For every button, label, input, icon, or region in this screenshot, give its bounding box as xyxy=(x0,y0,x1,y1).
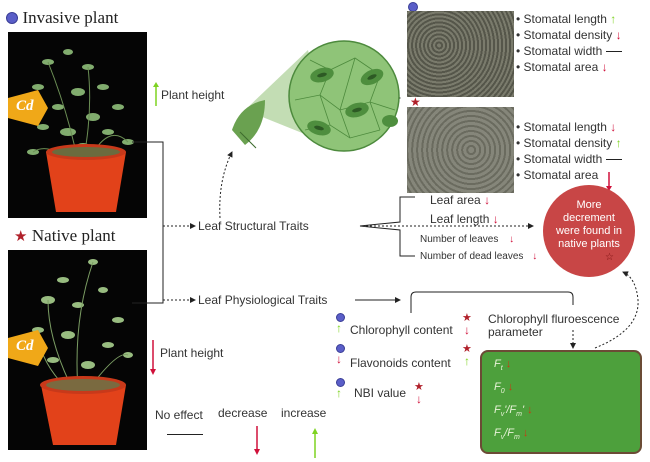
decrease-arrow-icon: ↓ xyxy=(464,323,470,337)
native-star-icon: ★ xyxy=(462,312,472,324)
invasive-marker-icon xyxy=(336,344,345,353)
native-star-icon: ★ xyxy=(462,343,472,355)
native-plant-photo: Cd xyxy=(8,250,147,450)
native-star-icon: ☆ xyxy=(605,252,614,263)
fluorescence-param-fv-fm: Fv/Fm ↓ xyxy=(494,427,529,442)
invasive-stomata-list: • Stomatal length ↑ • Stomatal density ↓… xyxy=(516,12,622,76)
fluorescence-param-f0: F0 ↓ xyxy=(494,381,514,396)
plant-height-label: Plant height xyxy=(161,88,225,102)
no-effect-line-icon xyxy=(605,159,622,161)
invasive-marker-icon xyxy=(336,313,345,322)
leaf-structural-traits: Leaf Structural Traits xyxy=(198,219,309,233)
leaf-physiological-traits: Leaf Physiological Traits xyxy=(198,293,328,307)
decrease-arrow-icon xyxy=(606,172,612,191)
decrease-arrow-icon xyxy=(254,426,260,455)
native-star-icon: ★ xyxy=(410,95,421,109)
physiology-label: Flavonoids content xyxy=(350,356,451,370)
cd-label: Cd xyxy=(16,98,34,114)
invasive-plant-title: Invasive plant xyxy=(22,8,119,27)
stomata-label: Stomatal width xyxy=(523,44,603,58)
native-plant-illustration xyxy=(32,259,133,445)
legend-decrease-label: decrease xyxy=(218,406,268,420)
conclusion-circle: More decrement were found in native plan… xyxy=(543,185,635,277)
invasive-marker-icon xyxy=(336,378,345,387)
invasive-plant-header: Invasive plant xyxy=(6,8,118,28)
physiology-label: NBI value xyxy=(354,386,407,400)
invasive-stomata-micrograph xyxy=(407,11,514,97)
decrease-arrow-icon: ↓ xyxy=(532,251,538,262)
leaf-trait-label: Leaf area xyxy=(430,193,481,207)
leaf-trait-label: Number of leaves xyxy=(420,234,499,245)
stomata-item: • Stomatal area ↓ xyxy=(516,60,608,74)
stomata-item: • Stomatal width xyxy=(516,152,622,168)
stomata-label: Stomatal width xyxy=(523,152,603,166)
stomata-item: • Stomatal area xyxy=(516,168,599,182)
stomata-label: Stomatal density xyxy=(523,136,613,150)
decrease-arrow-icon: ↓ xyxy=(336,352,342,366)
decrease-arrow-icon: ↓ xyxy=(615,28,622,42)
leaf-trait-item: Number of leaves ↓ xyxy=(420,234,514,245)
increase-arrow-icon: ↑ xyxy=(610,12,617,26)
invasive-marker-icon xyxy=(6,12,18,24)
no-effect-line-icon xyxy=(167,434,203,435)
fluorescence-title-line1: Chlorophyll fluroescence xyxy=(488,312,620,326)
native-plant-header: ★ Native plant xyxy=(14,226,115,246)
decrease-arrow-icon xyxy=(150,340,156,375)
cd-arrow-icon xyxy=(8,330,48,366)
increase-arrow-icon: ↑ xyxy=(615,136,622,150)
decrease-arrow-icon: ↓ xyxy=(416,392,422,406)
stomata-item: • Stomatal length ↑ xyxy=(516,12,617,26)
leaf-trait-item: Leaf area ↓ xyxy=(430,193,490,207)
stomata-item: • Stomatal density ↓ xyxy=(516,28,622,42)
increase-arrow-icon: ↑ xyxy=(336,321,342,335)
stomata-icons xyxy=(307,67,398,136)
decrease-arrow-icon: ↓ xyxy=(509,234,515,245)
stomata-item: • Stomatal length ↓ xyxy=(516,120,617,134)
decrease-arrow-icon: ↓ xyxy=(492,212,499,226)
increase-arrow-icon xyxy=(312,428,318,458)
native-plant-title: Native plant xyxy=(31,226,116,245)
legend-increase-label: increase xyxy=(281,406,327,420)
stomata-label: Stomatal length xyxy=(523,12,607,26)
physiology-label: Chlorophyll content xyxy=(350,323,453,337)
cd-arrow-icon xyxy=(8,90,48,126)
stomata-label: Stomatal area xyxy=(523,168,599,182)
fluorescence-param-fvprime-fmprime: Fv'/Fm' ↓ xyxy=(494,404,533,419)
cd-label: Cd xyxy=(16,338,34,354)
increase-arrow-icon xyxy=(153,82,159,106)
invasive-plant-illustration xyxy=(27,49,134,212)
leaf-trait-label: Leaf length xyxy=(430,212,490,226)
decrease-arrow-icon: ↓ xyxy=(610,120,617,134)
leaf-trait-label: Number of dead leaves xyxy=(420,251,524,262)
leaf-icon xyxy=(232,100,265,145)
leaf-magnification-illustration xyxy=(232,40,400,152)
legend-no-effect-label: No effect xyxy=(155,408,203,422)
fluorescence-title: Chlorophyll fluroescence parameter xyxy=(488,313,619,339)
native-stomata-list: • Stomatal length ↓ • Stomatal density ↑… xyxy=(516,120,622,184)
fluorescence-param-ft: Ft ↓ xyxy=(494,358,512,373)
increase-arrow-icon: ↑ xyxy=(464,354,470,368)
decrease-arrow-icon: ↓ xyxy=(484,193,491,207)
stomata-label: Stomatal area xyxy=(523,60,599,74)
decrease-arrow-icon: ↓ xyxy=(601,60,608,74)
native-star-icon: ★ xyxy=(14,228,28,245)
fluorescence-title-line2: parameter xyxy=(488,325,543,339)
native-stomata-micrograph xyxy=(407,107,514,193)
stomata-label: Stomatal length xyxy=(523,120,607,134)
plant-height-label: Plant height xyxy=(160,346,224,360)
leaf-trait-item: Number of dead leaves ↓ xyxy=(420,251,537,262)
stomata-label: Stomatal density xyxy=(523,28,613,42)
native-star-icon: ★ xyxy=(414,381,424,393)
leaf-trait-item: Leaf length ↓ xyxy=(430,212,499,226)
invasive-plant-photo: Cd xyxy=(8,32,147,218)
fluorescence-box: Ft ↓ F0 ↓ Fv'/Fm' ↓ Fv/Fm ↓ xyxy=(480,350,642,454)
stomata-item: • Stomatal density ↑ xyxy=(516,136,622,150)
increase-arrow-icon: ↑ xyxy=(336,386,342,400)
conclusion-text: More decrement were found in native plan… xyxy=(555,199,623,250)
no-effect-line-icon xyxy=(605,51,622,53)
stomata-item: • Stomatal width xyxy=(516,44,622,60)
